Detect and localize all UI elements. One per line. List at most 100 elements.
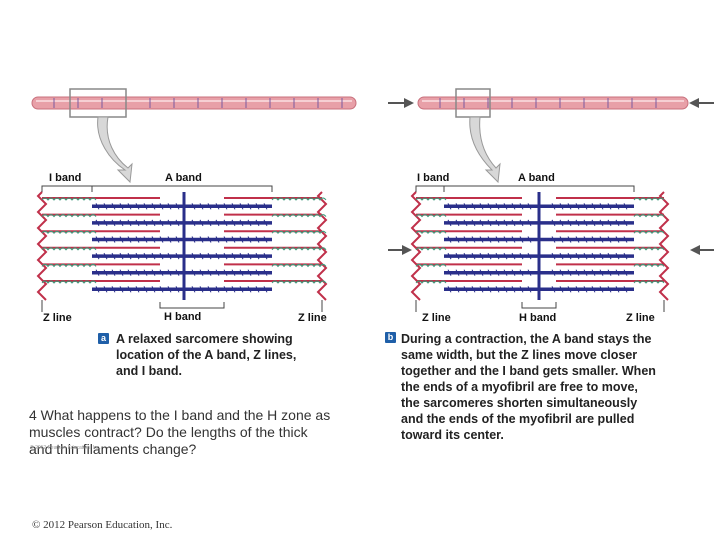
relaxed-titin — [271, 214, 327, 218]
contracted-myosin-head — [527, 219, 532, 227]
contracted-myosin-head — [623, 219, 628, 227]
contracted-myosin-head — [615, 236, 620, 243]
caption-line: and I band. — [116, 364, 182, 378]
contracted-myosin-head — [495, 236, 500, 243]
contracted-titin — [415, 197, 447, 201]
relaxed-myosin-head — [151, 269, 156, 276]
contracted-myosin-head — [455, 269, 460, 276]
right-a-band-label: A band — [518, 172, 555, 184]
contracted-myosin-head — [599, 236, 604, 243]
contracted-myosin-head — [591, 286, 596, 293]
contracted-myosin-head — [447, 203, 452, 210]
contracted-myosin-head — [487, 286, 492, 293]
contracted-myosin-head — [527, 286, 532, 293]
contracted-myosin-head — [559, 252, 564, 260]
contracted-myosin-head — [495, 252, 500, 260]
relaxed-myosin-head — [255, 252, 260, 260]
panel-a-tag: a — [98, 333, 109, 344]
contracted-myosin-head — [591, 252, 596, 260]
contracted-myosin-head — [567, 219, 572, 227]
contracted-myosin-head — [463, 203, 468, 210]
relaxed-myosin-head — [215, 219, 220, 227]
contracted-myosin-head — [591, 219, 596, 227]
contracted-myosin-head — [567, 203, 572, 210]
panel-b-tag: b — [385, 332, 396, 343]
relaxed-myosin-head — [191, 203, 196, 210]
question-line: 4 What happens to the I band and the H z… — [29, 407, 331, 423]
contracted-myosin-head — [527, 236, 532, 243]
relaxed-myosin-head — [239, 236, 244, 243]
contracted-myosin-head — [583, 286, 588, 293]
contracted-myosin-head — [511, 203, 516, 210]
relaxed-myosin-head — [247, 269, 252, 276]
relaxed-myosin-head — [207, 286, 212, 293]
contracted-myosin-head — [567, 252, 572, 260]
caption-relaxed: A relaxed sarcomere showing location of … — [116, 331, 356, 379]
right-h-band-bracket — [521, 302, 557, 309]
relaxed-myosin-head — [167, 252, 172, 260]
contracted-titin — [633, 230, 665, 235]
contracted-myosin-head — [519, 269, 524, 276]
contracted-myosin-head — [455, 219, 460, 227]
contracted-myosin-head — [615, 286, 620, 293]
contracted-myosin-head — [551, 286, 556, 293]
relaxed-myosin-head — [223, 203, 228, 210]
relaxed-myosin-head — [263, 203, 268, 210]
relaxed-myosin-head — [103, 236, 108, 243]
question-line: muscles contract? Do the lengths of the … — [29, 424, 308, 440]
contracted-myosin-head — [559, 236, 564, 243]
relaxed-myosin-head — [95, 269, 100, 276]
relaxed-myosin-head — [119, 269, 124, 276]
contracted-z-line — [410, 191, 422, 301]
contracted-myosin-head — [583, 252, 588, 260]
relaxed-myosin-head — [159, 203, 164, 210]
relaxed-myosin-head — [247, 252, 252, 260]
left-a-band-label: A band — [165, 172, 202, 184]
contracted-myosin-head — [567, 286, 572, 293]
contracted-myosin-head — [511, 286, 516, 293]
contracted-myosin-head — [527, 252, 532, 260]
relaxed-myosin-head — [95, 286, 100, 293]
contracted-myosin-head — [623, 236, 628, 243]
contracted-myosin-head — [551, 252, 556, 260]
relaxed-myosin-head — [199, 252, 204, 260]
contracted-myosin-head — [487, 219, 492, 227]
contracted-myosin-head — [567, 269, 572, 276]
relaxed-myosin-head — [263, 252, 268, 260]
relaxed-myosin-head — [159, 219, 164, 227]
relaxed-myosin-head — [175, 286, 180, 293]
contracted-titin — [415, 263, 447, 268]
contracted-myosin-head — [623, 252, 628, 260]
relaxed-myosin-head — [95, 236, 100, 243]
relaxed-myosin-head — [143, 252, 148, 260]
contracted-myosin-head — [591, 236, 596, 243]
relaxed-myosin-head — [223, 236, 228, 243]
contracted-myofibril — [417, 96, 689, 110]
relaxed-myosin-head — [135, 236, 140, 243]
relaxed-myosin-head — [167, 236, 172, 243]
relaxed-myosin-head — [255, 286, 260, 293]
relaxed-myosin-head — [231, 219, 236, 227]
caption-line: location of the A band, Z lines, — [116, 348, 297, 362]
contracted-myosin-head — [447, 286, 452, 293]
contracted-myosin-head — [479, 203, 484, 210]
contracted-myosin-head — [455, 236, 460, 243]
relaxed-myosin-head — [111, 252, 116, 260]
relaxed-myosin-head — [223, 252, 228, 260]
relaxed-myosin-head — [247, 286, 252, 293]
relaxed-myosin-head — [239, 203, 244, 210]
relaxed-myosin-head — [119, 219, 124, 227]
relaxed-titin — [41, 214, 97, 218]
relaxed-myosin-head — [263, 219, 268, 227]
contracted-titin — [415, 280, 447, 284]
contracted-titin — [415, 214, 447, 218]
contracted-myosin-head — [471, 219, 476, 227]
contracted-myosin-head — [447, 236, 452, 243]
contracted-myosin-head — [583, 219, 588, 227]
contracted-myosin-head — [575, 252, 580, 260]
relaxed-myosin-head — [111, 236, 116, 243]
contracted-myosin-head — [615, 252, 620, 260]
contracted-myosin-head — [527, 269, 532, 276]
contracted-myosin-head — [495, 203, 500, 210]
